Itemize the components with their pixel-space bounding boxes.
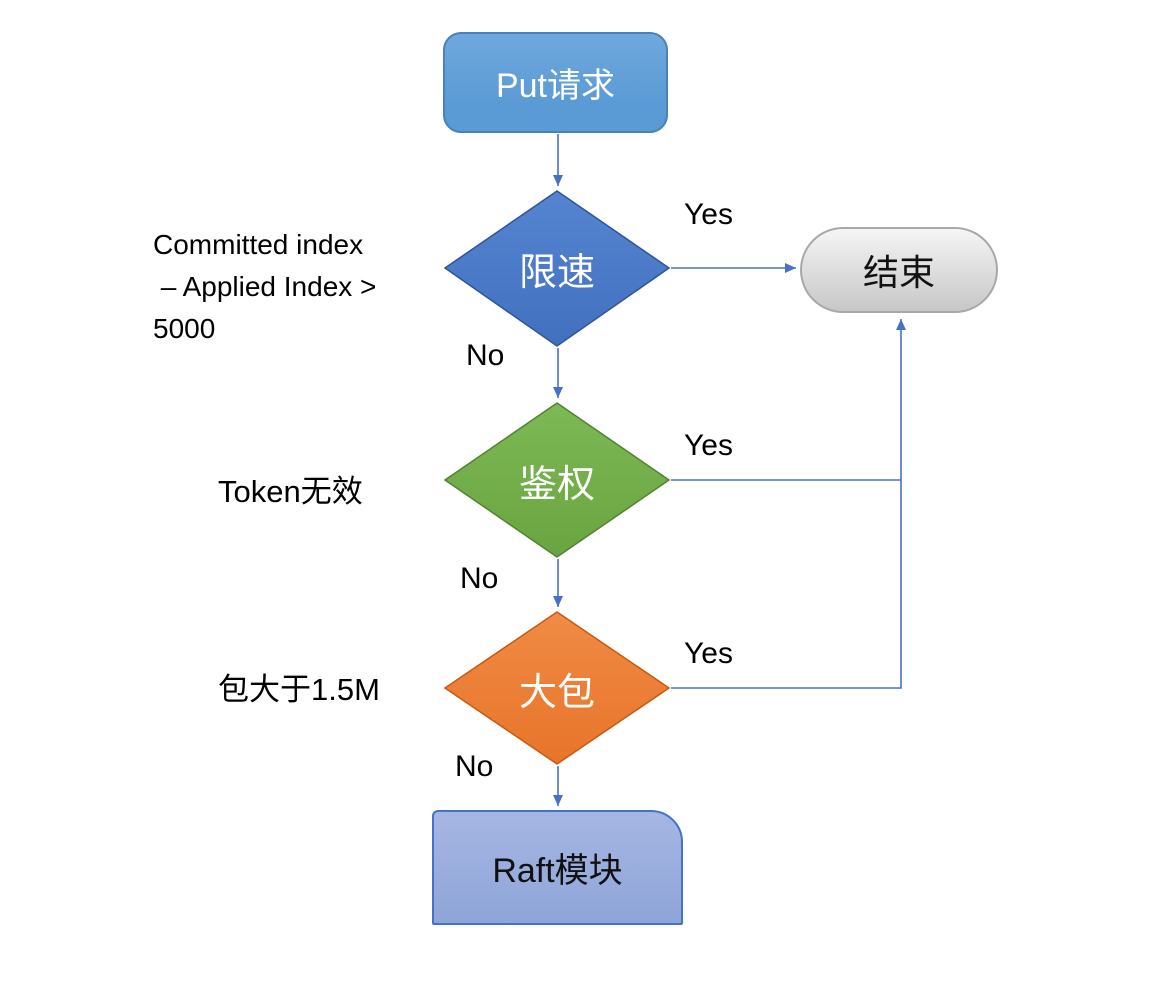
condition-rate-limit-annotation: Committed index – Applied Index > 5000 [153,229,377,344]
raft-node-label: Raft模块 [492,852,623,890]
start-node-put-request: Put请求 [443,32,668,133]
auth-diamond [443,402,671,558]
edge-label-big-packet-no: No [455,750,494,783]
edge-label-auth-yes: Yes [684,429,733,462]
big-packet-diamond [443,611,671,765]
edge-label-rate-limit-no: No [466,339,505,372]
rate-limit-diamond [443,190,671,347]
end-node: 结束 [800,227,998,313]
end-node-label: 结束 [862,252,935,293]
connector-big-packet-yes-to-end [671,319,906,689]
edge-label-auth-no: No [460,562,499,595]
edge-label-big-packet-yes: Yes [684,637,733,670]
condition-big-packet-annotation: 包大于1.5M [218,672,380,707]
start-node-label: Put请求 [495,67,616,105]
condition-auth-annotation: Token无效 [218,474,363,509]
raft-module-node: Raft模块 [432,810,683,925]
edge-label-rate-limit-yes: Yes [684,198,733,231]
